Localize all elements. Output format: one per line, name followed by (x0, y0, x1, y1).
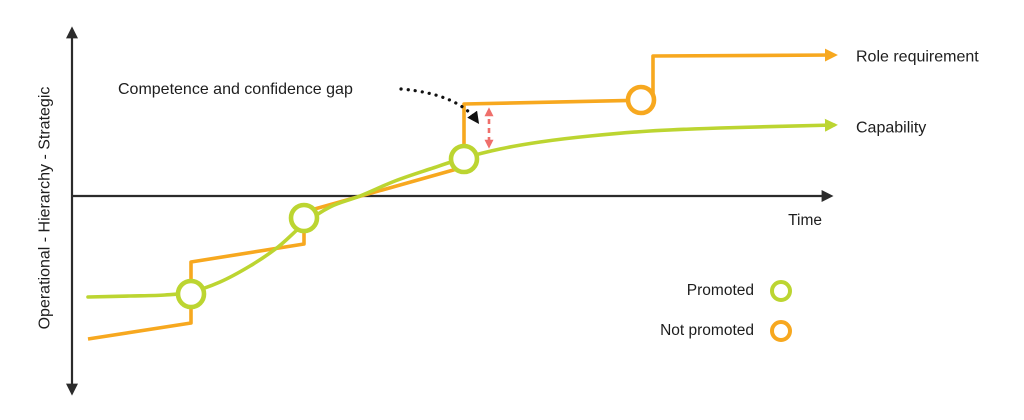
legend-not-promoted-label: Not promoted (660, 322, 754, 339)
legend-promoted-label: Promoted (686, 282, 754, 299)
legend-item-promoted: Promoted (560, 280, 792, 302)
y-axis-label: Operational - Hierarchy - Strategic (36, 86, 54, 330)
promoted-marker-icon (770, 280, 792, 302)
gap-annotation-text: Competence and confidence gap (118, 81, 353, 98)
not-promoted-marker-icon (770, 320, 792, 342)
role-requirement-series-label: Role requirement (856, 48, 979, 66)
capability-series-label: Capability (856, 119, 927, 137)
x-axis-label: Time (788, 212, 822, 229)
legend-item-not-promoted: Not promoted (560, 320, 792, 342)
